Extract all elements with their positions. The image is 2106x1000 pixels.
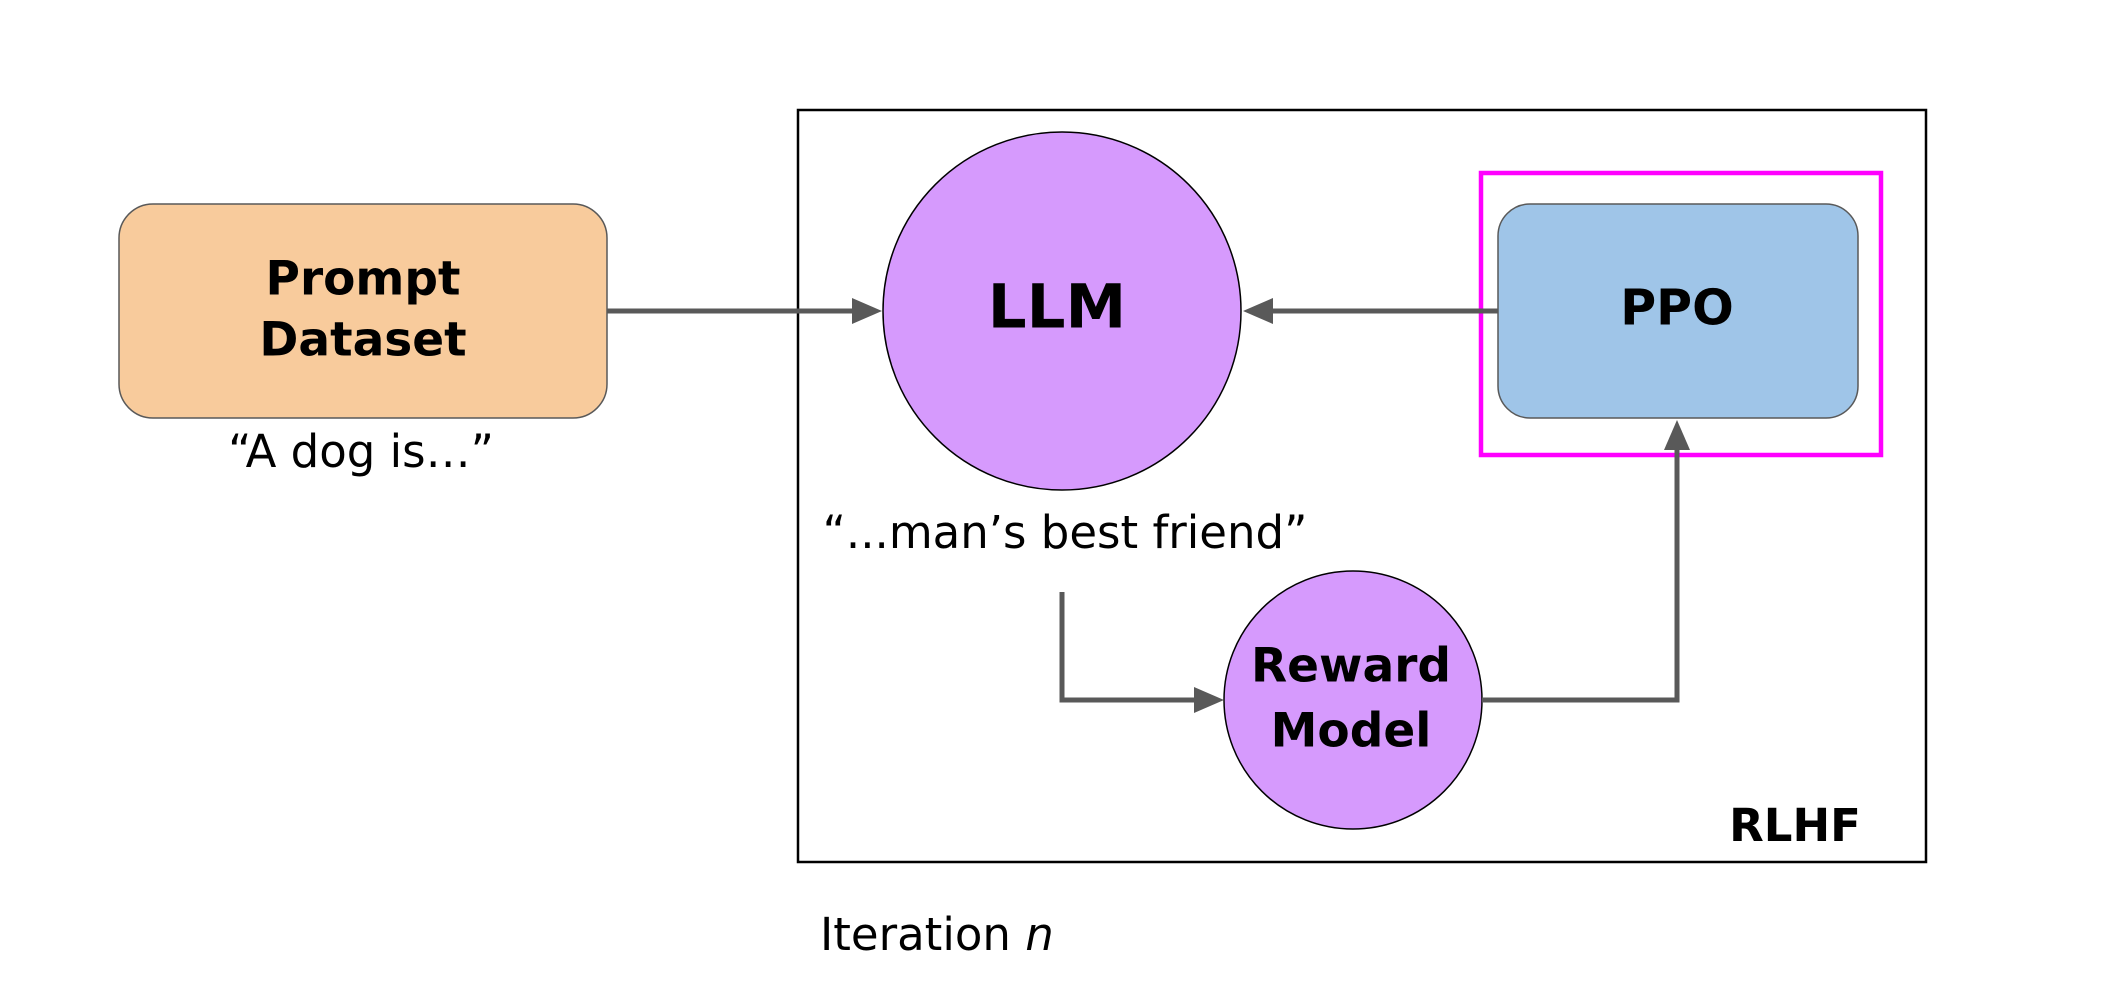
iteration-prefix: Iteration	[820, 908, 1025, 961]
arrow-completion-to-reward	[1059, 592, 1196, 703]
ppo-label: PPO	[1620, 280, 1733, 337]
iteration-caption: Iteration n	[820, 908, 1054, 961]
arrowhead-reward-to-ppo	[1664, 420, 1690, 450]
llm-node	[882, 131, 1242, 491]
rlhf-frame	[796, 108, 1928, 864]
arrowhead-prompt-to-llm	[852, 298, 882, 324]
rlhf-label: RLHF	[1729, 799, 1861, 852]
arrowhead-completion-to-reward	[1194, 687, 1224, 713]
reward-model-node	[1223, 570, 1483, 830]
iteration-variable: n	[1025, 908, 1054, 961]
prompt-dataset-label-line1: Prompt	[266, 252, 461, 307]
prompt-example-text: “A dog is…”	[228, 425, 494, 478]
arrow-reward-to-ppo	[1482, 450, 1680, 703]
llm-label: LLM	[988, 272, 1126, 343]
reward-model-label-line2: Model	[1271, 704, 1432, 759]
prompt-dataset-label-line2: Dataset	[259, 313, 466, 368]
completion-example-text: “...man’s best friend”	[823, 506, 1308, 559]
prompt-dataset-box	[118, 203, 608, 419]
arrowhead-ppo-to-llm	[1243, 298, 1273, 324]
ppo-highlight-box	[1478, 170, 1884, 458]
reward-model-label-line1: Reward	[1251, 639, 1451, 694]
